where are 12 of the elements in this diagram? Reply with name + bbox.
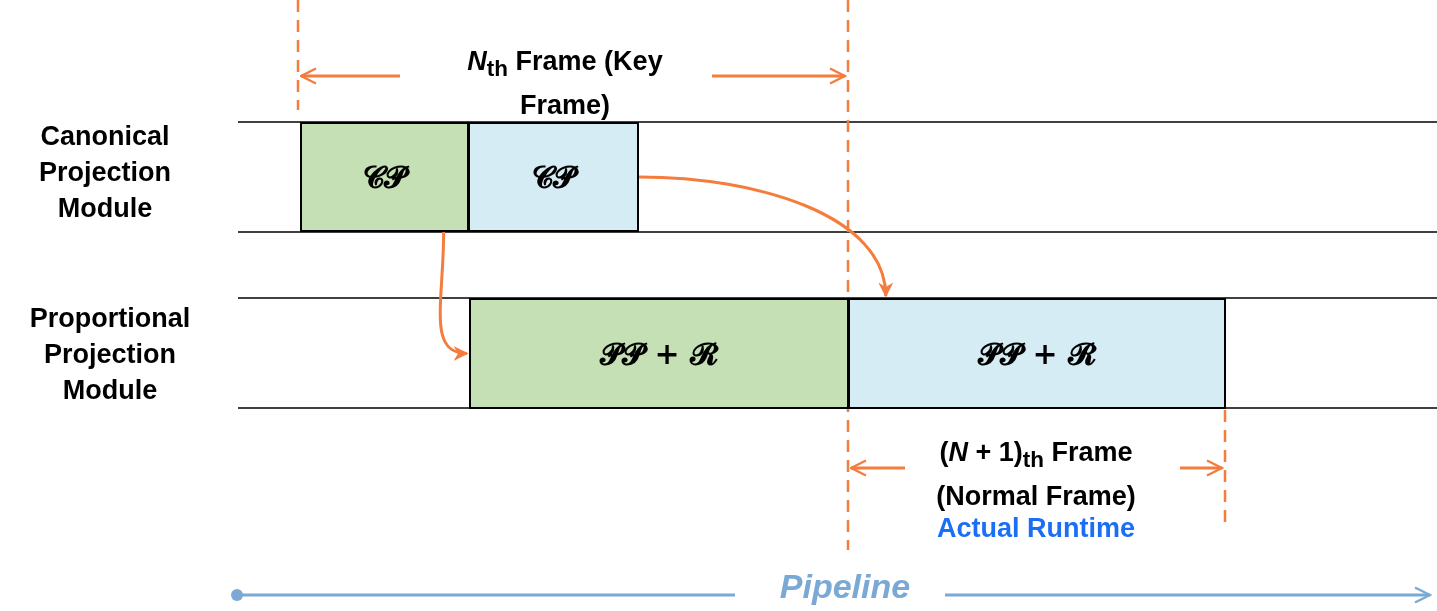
arrow (438, 231, 469, 360)
arrow (638, 175, 892, 298)
runtime-label: Actual Runtime (936, 512, 1136, 545)
process-box: 𝓟𝓟 + 𝓡 (469, 298, 849, 409)
row-label: Canonical Projection Module (38, 120, 172, 225)
process-box: 𝓒𝓟 (300, 122, 469, 232)
frame-label: (N + 1)$_{th}$ Frame (Normal Frame) (935, 436, 1137, 514)
process-box: 𝓒𝓟 (468, 122, 639, 232)
process-box: 𝓟𝓟 + 𝓡 (848, 298, 1226, 409)
row-label: Proportional Projection Module (28, 302, 192, 407)
axis-label: Pipeline (778, 566, 912, 606)
frame-label: N$_{th}$ Frame (Key Frame) (466, 45, 664, 123)
